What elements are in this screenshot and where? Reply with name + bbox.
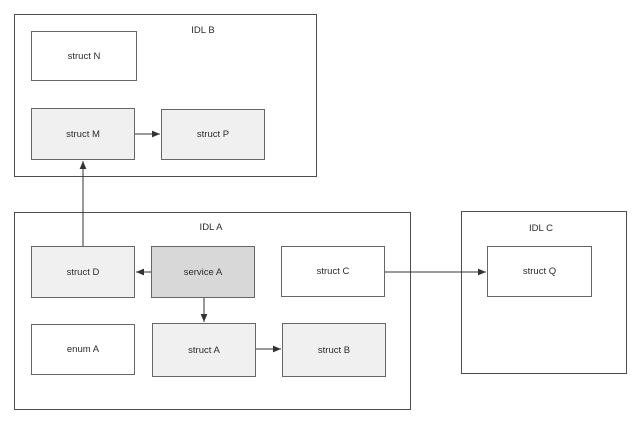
node-struct-a-label: struct A: [188, 344, 220, 356]
node-struct-p-label: struct P: [196, 129, 230, 140]
node-struct-p: struct P: [161, 109, 265, 160]
node-struct-b-label: struct B: [317, 344, 351, 356]
node-struct-m-label: struct M: [66, 128, 100, 140]
node-struct-b: struct B: [282, 323, 386, 377]
node-struct-q-label: struct Q: [522, 266, 557, 277]
container-idl-c: IDL C: [461, 211, 627, 374]
node-enum-a-label: enum A: [66, 344, 100, 355]
container-idl-a-label: IDL A: [199, 222, 223, 233]
node-service-a-label: service A: [183, 266, 223, 278]
node-service-a: service A: [151, 246, 255, 298]
node-struct-m: struct M: [31, 108, 135, 160]
node-struct-d-label: struct D: [66, 266, 100, 278]
node-struct-a: struct A: [152, 323, 256, 377]
node-struct-d: struct D: [31, 246, 135, 298]
node-struct-c: struct C: [281, 246, 385, 297]
container-idl-a: IDL A: [14, 212, 411, 410]
node-enum-a: enum A: [31, 324, 135, 375]
node-struct-n: struct N: [31, 31, 137, 81]
node-struct-c-label: struct C: [316, 266, 350, 277]
node-struct-n-label: struct N: [67, 50, 101, 62]
container-idl-b-label: IDL B: [191, 25, 215, 36]
container-idl-c-label: IDL C: [529, 223, 553, 234]
node-struct-q: struct Q: [487, 246, 592, 297]
container-idl-b: IDL B: [14, 14, 317, 177]
